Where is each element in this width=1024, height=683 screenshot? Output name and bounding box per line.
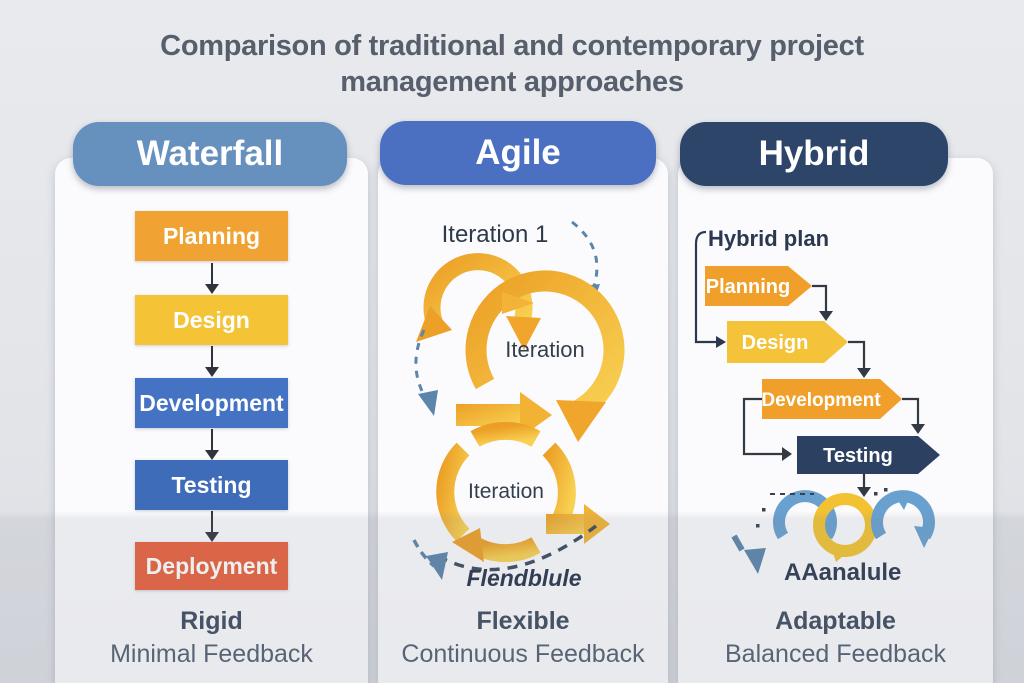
hybrid-stage-planning: [705, 266, 812, 306]
agile-cycle-mid-label: Iteration: [505, 337, 585, 362]
waterfall-stage-design: Design: [135, 295, 288, 345]
down-arrow-icon: [204, 263, 220, 294]
down-arrow-icon: [204, 511, 220, 542]
cycle-arrowhead-icon: [894, 492, 912, 510]
hybrid-stage-testing-label: Testing: [823, 445, 893, 467]
hybrid-stage-development-label: Development: [761, 390, 881, 411]
page-title-line1: Comparison of traditional and contempora…: [160, 30, 864, 62]
waterfall-summary: Rigid Minimal Feedback: [55, 606, 368, 670]
cycle-arrowhead-icon: [830, 544, 852, 562]
elbow-connectors: [742, 284, 920, 489]
dashed-curve-arrow-icon: [731, 534, 745, 552]
waterfall-summary-feedback: Minimal Feedback: [110, 640, 313, 668]
page-title: Comparison of traditional and contempora…: [0, 28, 1024, 100]
right-arrowhead-icon: [584, 504, 610, 544]
agile-cycles-graphic: Iteration 1 Iteration: [412, 220, 625, 591]
cycle-arrowhead-icon: [556, 400, 606, 442]
cycle-arrowhead-icon: [506, 316, 541, 350]
page-title-line2: management approaches: [340, 66, 684, 98]
agile-cycle-bottom-label: Iteration: [468, 480, 544, 503]
hybrid-plan-label: Hybrid plan: [708, 226, 829, 251]
hybrid-stage-testing: [797, 436, 940, 474]
dashed-underline-curve-icon: [437, 524, 598, 572]
agile-iteration1-label: Iteration 1: [442, 221, 549, 248]
hybrid-flow-graphic: Hybrid plan Planning Design Development …: [694, 226, 940, 586]
down-arrow-icon: [204, 346, 220, 377]
connector-arrowheads: [782, 311, 925, 497]
dashed-arrowhead-icon: [744, 548, 766, 574]
hybrid-stage-development: [762, 379, 902, 419]
hybrid-stage-design-label: Design: [742, 332, 809, 354]
cycle-arrowhead-icon: [914, 526, 934, 548]
agile-note-label: Flendblule: [467, 565, 582, 591]
hybrid-summary-feedback: Balanced Feedback: [725, 640, 946, 668]
waterfall-card: Planning Design Development Testing Depl…: [55, 158, 368, 683]
down-arrow-icon: [204, 429, 220, 460]
agile-cycle-large-icon: [465, 270, 625, 420]
waterfall-stage-planning: Planning: [135, 211, 288, 261]
dashed-arrowhead-icon: [418, 390, 438, 416]
waterfall-stage-deployment: Deployment: [135, 542, 288, 590]
cycle-arrowhead-icon: [502, 292, 534, 314]
bracket-connector-icon: [694, 230, 718, 344]
agile-cycle-segmented-icon: [436, 421, 576, 563]
hybrid-cycle-blue-left-icon: [773, 490, 837, 540]
connector-arrowhead-icon: [716, 336, 726, 348]
dashed-curve-arrow-icon: [571, 220, 599, 293]
right-arrow-shaft-icon: [546, 514, 584, 534]
column-header-waterfall: Waterfall: [73, 122, 347, 186]
agile-cycle-small-icon: [423, 253, 533, 328]
cycle-arrowhead-icon: [416, 306, 452, 342]
waterfall-stage-testing: Testing: [135, 460, 288, 510]
hybrid-stage-planning-label: Planning: [706, 276, 790, 298]
waterfall-stage-development: Development: [135, 378, 288, 428]
waterfall-summary-keyword: Rigid: [180, 607, 243, 635]
agile-card: Iteration 1 Iteration: [378, 158, 668, 683]
hybrid-summary: Adaptable Balanced Feedback: [678, 606, 993, 670]
column-header-hybrid: Hybrid: [680, 122, 948, 186]
agile-summary-keyword: Flexible: [476, 607, 570, 635]
column-header-agile: Agile: [380, 121, 656, 185]
dashed-arrowhead-icon: [426, 552, 448, 580]
dashed-decor: [756, 488, 888, 528]
right-arrow-shaft-icon: [456, 404, 520, 426]
hybrid-summary-keyword: Adaptable: [775, 607, 896, 635]
agile-summary: Flexible Continuous Feedback: [378, 606, 668, 670]
hybrid-note-label: AAanalule: [784, 559, 901, 586]
agile-summary-feedback: Continuous Feedback: [401, 640, 645, 668]
hybrid-card: Hybrid plan Planning Design Development …: [678, 158, 993, 683]
hybrid-stage-design: [727, 321, 848, 363]
